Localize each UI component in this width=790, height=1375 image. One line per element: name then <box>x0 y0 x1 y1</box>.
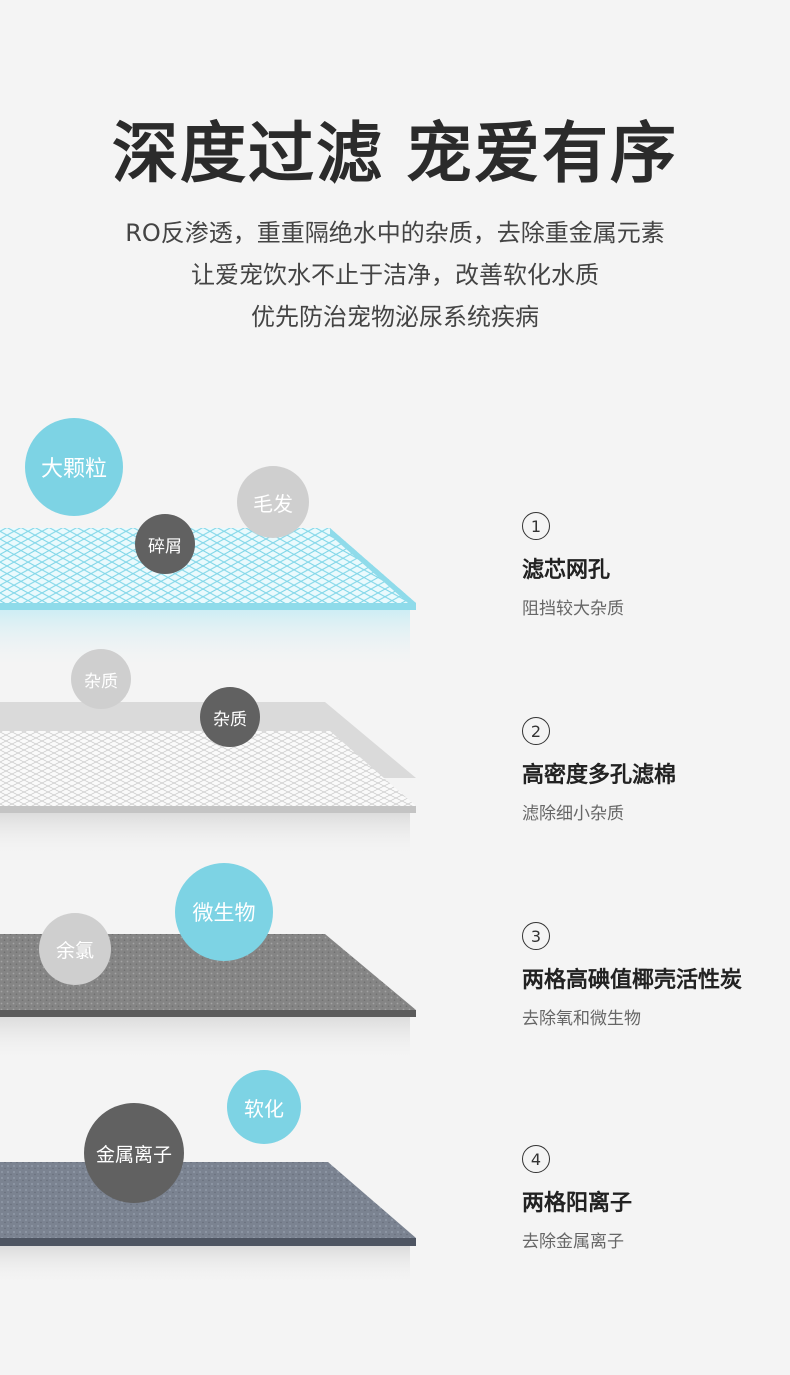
layer-1-mesh <box>0 528 416 670</box>
title-part-2: 宠爱有序 <box>406 115 678 192</box>
layer-1-title: 滤芯网孔 <box>522 558 611 583</box>
layer-4-desc: 去除金属离子 <box>522 1232 624 1252</box>
layer-4-number: 4 <box>522 1145 550 1173</box>
layer-2-info: 2 高密度多孔滤棉 滤除细小杂质 <box>522 717 782 824</box>
layer-3-number: 3 <box>522 922 550 950</box>
bubble-softening: 软化 <box>227 1070 301 1144</box>
bubble-debris: 碎屑 <box>135 514 195 574</box>
layer-2-cotton <box>0 702 416 858</box>
subtitle-block: RO反渗透，重重隔绝水中的杂质，去除重金属元素 让爱宠饮水不止于洁净，改善软化水… <box>0 212 790 338</box>
layer-1-number: 1 <box>522 512 550 540</box>
bubble-residual-chlorine: 余氯 <box>39 913 111 985</box>
layer-2-number: 2 <box>522 717 550 745</box>
layer-3-desc: 去除氧和微生物 <box>522 1009 641 1029</box>
layer-2-title: 高密度多孔滤棉 <box>522 763 677 788</box>
layer-4-cation <box>0 1162 416 1286</box>
layer-2-desc: 滤除细小杂质 <box>522 804 624 824</box>
bubble-hair: 毛发 <box>237 466 309 538</box>
layer-4-title: 两格阳离子 <box>522 1191 633 1216</box>
bubble-large-particles: 大颗粒 <box>25 418 123 516</box>
subtitle-line-3: 优先防治宠物泌尿系统疾病 <box>251 303 539 331</box>
subtitle-line-2: 让爱宠饮水不止于洁净，改善软化水质 <box>191 261 599 289</box>
bubble-impurity-dark: 杂质 <box>200 687 260 747</box>
bubble-microorganism: 微生物 <box>175 863 273 961</box>
subtitle-line-1: RO反渗透，重重隔绝水中的杂质，去除重金属元素 <box>125 219 665 247</box>
layer-3-title: 两格高碘值椰壳活性炭 <box>522 968 743 993</box>
bubble-metal-ions: 金属离子 <box>84 1103 184 1203</box>
page-title: 深度过滤宠爱有序 <box>0 100 790 196</box>
layer-4-info: 4 两格阳离子 去除金属离子 <box>522 1145 782 1252</box>
layer-3-info: 3 两格高碘值椰壳活性炭 去除氧和微生物 <box>522 922 782 1029</box>
bubble-impurity-light: 杂质 <box>71 649 131 709</box>
layer-1-info: 1 滤芯网孔 阻挡较大杂质 <box>522 512 782 619</box>
layer-1-desc: 阻挡较大杂质 <box>522 599 624 619</box>
title-part-1: 深度过滤 <box>112 115 384 192</box>
